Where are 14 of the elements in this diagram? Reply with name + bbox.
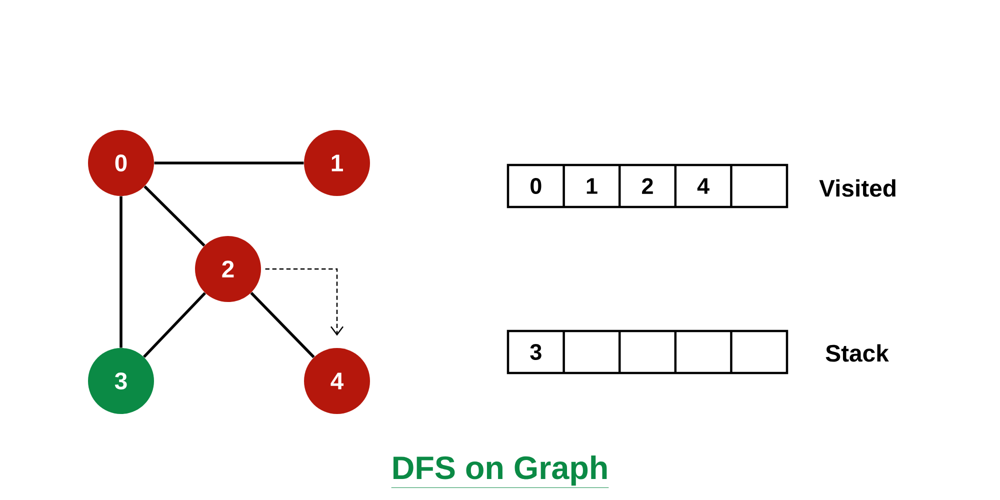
graph-edge <box>250 292 315 358</box>
array-label: Stack <box>826 344 889 362</box>
traversal-arrow <box>265 268 344 336</box>
graph-edge <box>142 292 206 358</box>
caption: DFS on Graph <box>391 456 609 488</box>
graph-edge <box>144 185 206 247</box>
cell-value: 4 <box>697 178 710 194</box>
graph-edge <box>154 162 304 164</box>
array-label: Visited <box>819 179 896 197</box>
cell-value: 0 <box>530 178 542 194</box>
cell-value: 2 <box>642 178 653 194</box>
cell-value: 1 <box>586 178 598 194</box>
graph-edge <box>120 196 122 348</box>
cell-value: 3 <box>530 344 542 360</box>
